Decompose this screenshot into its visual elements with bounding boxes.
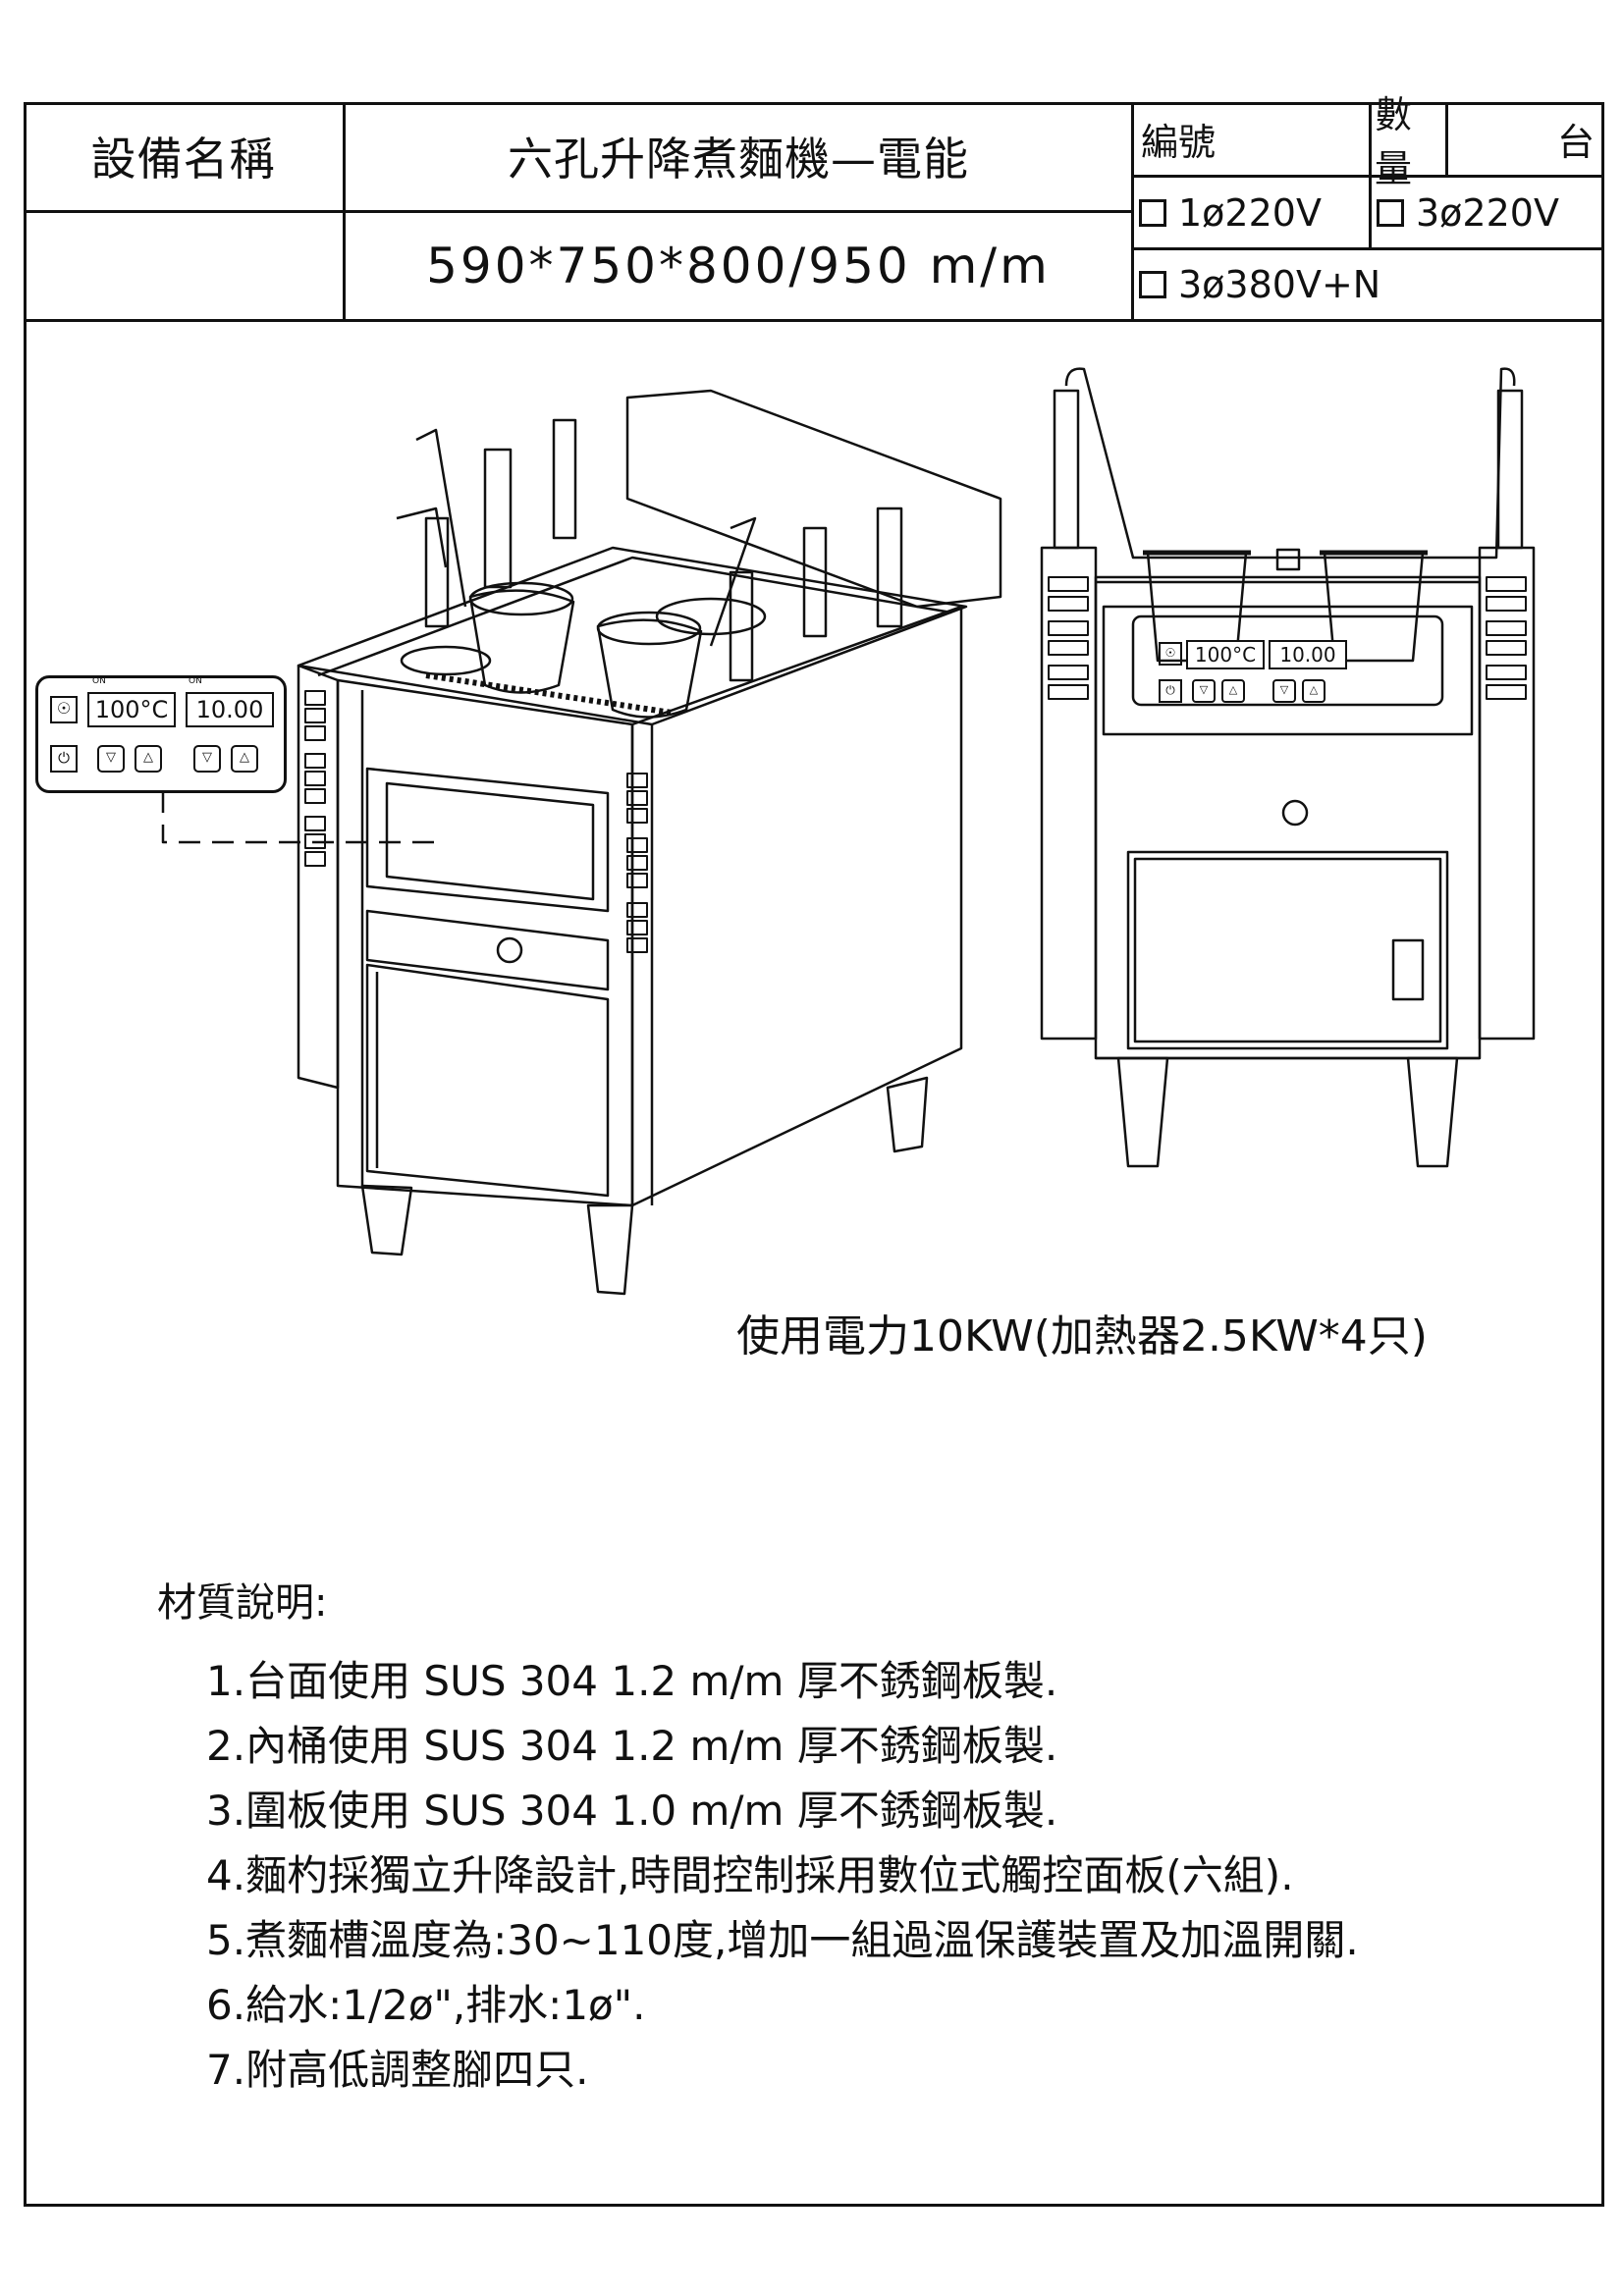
voltage-option-1[interactable]: 1ø220V	[1139, 178, 1369, 247]
material-notes: 材質說明: 1.台面使用 SUS 304 1.2 m/m 厚不銹鋼板製. 2.內…	[157, 1571, 1359, 2103]
voltage-option-2[interactable]: 3ø220V	[1377, 178, 1604, 247]
perspective-view	[297, 389, 1002, 1296]
list-item: 1.台面使用 SUS 304 1.2 m/m 厚不銹鋼板製.	[206, 1657, 1058, 1705]
equipment-drawing	[161, 367, 1536, 1296]
dimensions-value: 590*750*800/950 m/m	[426, 238, 1051, 294]
temp-display-front: 100°C	[1186, 640, 1265, 669]
equipment-name-label: 設備名稱	[90, 133, 276, 186]
temp-up-icon[interactable]: △	[135, 745, 162, 773]
time-up-icon[interactable]: △	[1302, 679, 1325, 703]
qty-unit: 台	[1556, 120, 1595, 164]
heat-icon[interactable]: ☉	[50, 696, 78, 723]
control-panel-callout: ON ON ☉ 100°C 10.00 ⏻ ▽ △ ▽ △	[35, 675, 287, 793]
list-item: 2.內桶使用 SUS 304 1.2 m/m 厚不銹鋼板製.	[206, 1722, 1058, 1770]
code-label: 編號	[1141, 120, 1217, 164]
time-display: 10.00	[186, 692, 274, 727]
voltage-option-3[interactable]: 3ø380V+N	[1139, 250, 1600, 319]
power-icon[interactable]: ⏻	[50, 745, 78, 773]
front-control-panel: ☉ 100°C 10.00 ⏻ ▽ △ ▽ △	[1153, 636, 1423, 715]
on-label: ON	[92, 676, 106, 686]
on-label-2: ON	[189, 676, 202, 686]
list-item: 6.給水:1/2ø",排水:1ø".	[206, 1981, 646, 2029]
heat-icon[interactable]: ☉	[1159, 642, 1182, 666]
time-display-front: 10.00	[1269, 640, 1347, 669]
power-icon[interactable]: ⏻	[1159, 679, 1182, 703]
checkbox[interactable]	[1139, 271, 1166, 298]
list-item: 7.附高低調整腳四只.	[206, 2046, 589, 2094]
list-item: 5.煮麵槽溫度為:30~110度,增加一組過溫保護裝置及加溫開關.	[206, 1916, 1359, 1964]
notes-list: 1.台面使用 SUS 304 1.2 m/m 厚不銹鋼板製. 2.內桶使用 SU…	[157, 1649, 1359, 2103]
front-view	[1040, 367, 1536, 1168]
time-up-icon[interactable]: △	[231, 745, 258, 773]
notes-title: 材質說明:	[157, 1580, 328, 1626]
callout-lines	[161, 791, 436, 844]
temp-up-icon[interactable]: △	[1221, 679, 1245, 703]
equipment-name-value: 六孔升降煮麵機—電能	[508, 133, 969, 186]
title-block: 設備名稱 六孔升降煮麵機—電能 590*750*800/950 m/m 編號 數…	[24, 93, 1604, 322]
list-item: 4.麵杓採獨立升降設計,時間控制採用數位式觸控面板(六組).	[206, 1851, 1294, 1899]
power-rating: 使用電力10KW(加熱器2.5KW*4只)	[736, 1311, 1428, 1362]
checkbox[interactable]	[1377, 198, 1404, 227]
checkbox[interactable]	[1139, 198, 1166, 227]
time-down-icon[interactable]: ▽	[1272, 679, 1296, 703]
list-item: 3.圍板使用 SUS 304 1.0 m/m 厚不銹鋼板製.	[206, 1787, 1058, 1835]
time-down-icon[interactable]: ▽	[193, 745, 221, 773]
temp-down-icon[interactable]: ▽	[1192, 679, 1216, 703]
qty-label: 數量	[1375, 93, 1413, 190]
temp-down-icon[interactable]: ▽	[97, 745, 125, 773]
temp-display: 100°C	[87, 692, 176, 727]
drawing-frame	[24, 102, 1604, 2207]
